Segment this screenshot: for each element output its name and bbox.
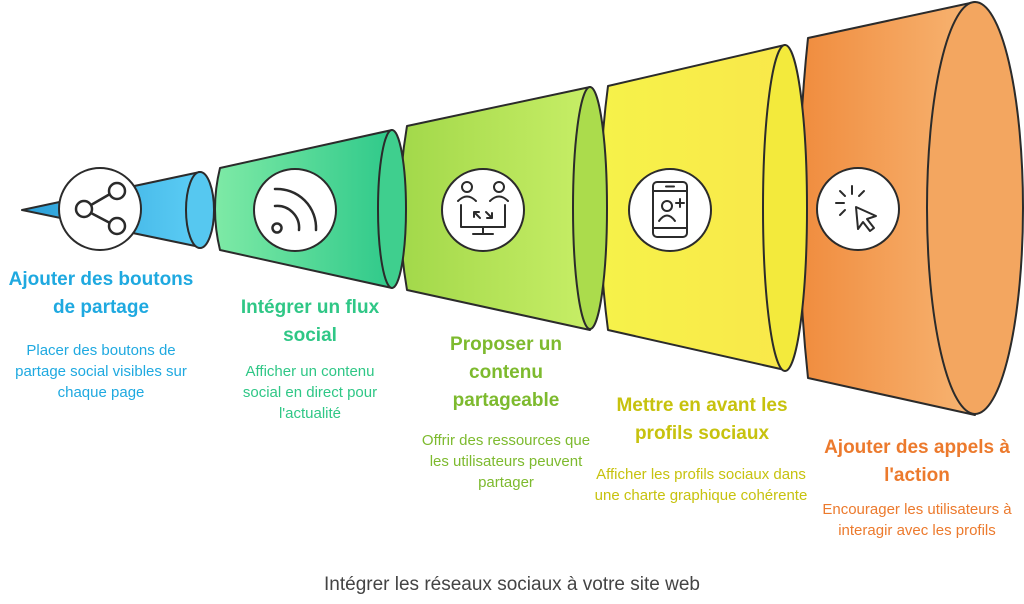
- step-5-title: Ajouter des appels à l'action: [824, 437, 1010, 486]
- step-1-title: Ajouter des boutons de partage: [8, 269, 194, 318]
- icon-circle-3: [441, 168, 525, 252]
- icon-circle-4: [628, 168, 712, 252]
- users-exchange-icon: [457, 181, 509, 235]
- step-4-title: Mettre en avant les profils sociaux: [616, 395, 788, 444]
- step-4-description: Afficher les profils sociaux dans une ch…: [594, 466, 808, 504]
- share-icon: [74, 181, 127, 236]
- step-2-description: Afficher un contenu social en direct pou…: [242, 363, 378, 422]
- step-1-description: Placer des boutons de partage social vis…: [15, 342, 187, 401]
- step-3-title: Proposer un contenu partageable: [450, 334, 562, 411]
- rss-feed-icon: [271, 187, 318, 234]
- icon-circle-5: [816, 167, 900, 251]
- icon-circle-2: [253, 168, 337, 252]
- step-5-description: Encourager les utilisateurs à interagir …: [822, 501, 1012, 539]
- mobile-profile-icon: [652, 181, 688, 238]
- diagram-caption: Intégrer les réseaux sociaux à votre sit…: [324, 574, 700, 595]
- click-cursor-icon: [835, 185, 877, 232]
- step-2-title: Intégrer un flux social: [240, 297, 380, 346]
- step-3-description: Offrir des ressources que les utilisateu…: [421, 432, 591, 491]
- icon-circle-1: [58, 167, 142, 251]
